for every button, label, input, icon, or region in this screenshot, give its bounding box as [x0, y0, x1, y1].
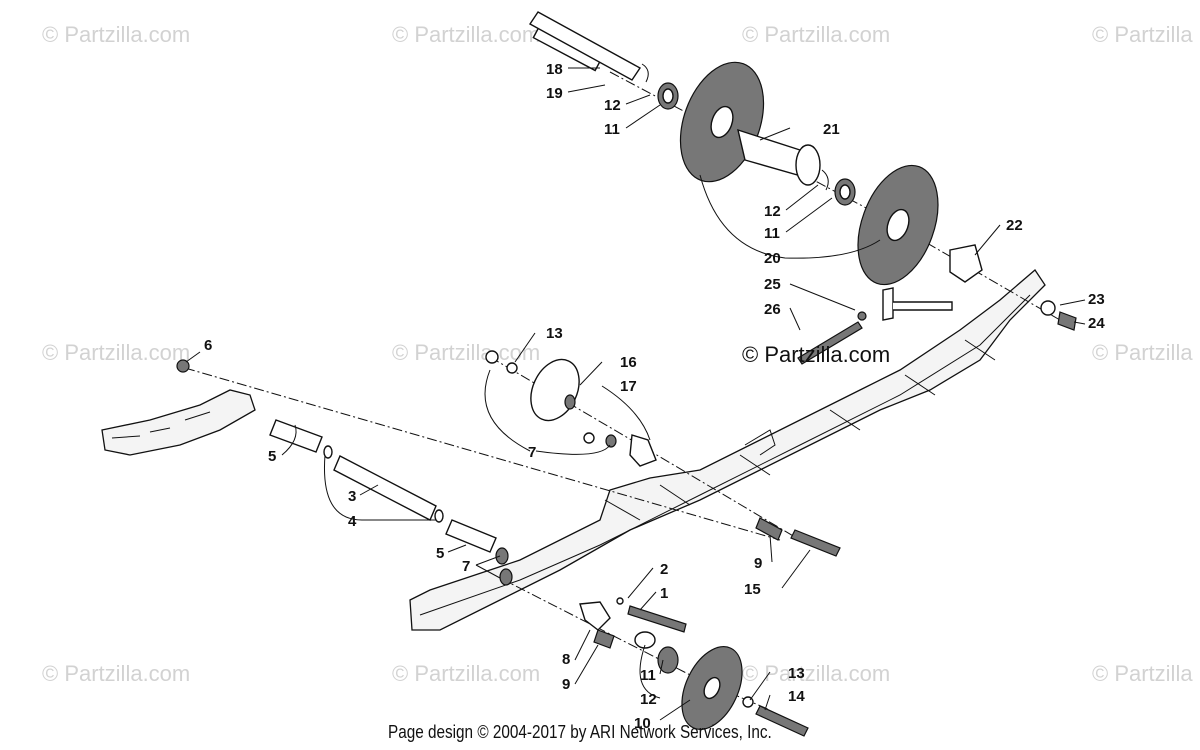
callout-13: 13: [788, 665, 805, 682]
upper-idler-assembly: [528, 11, 1077, 365]
callout-12: 12: [640, 691, 657, 708]
callout-labels: 18 19 12 11 21 12 11 20 22 25 26 23 24 6…: [204, 61, 1105, 732]
callout-16: 16: [620, 354, 637, 371]
callout-3: 3: [348, 488, 356, 505]
watermark: © Partzilla: [1092, 661, 1193, 686]
watermark: © Partzilla.com: [42, 340, 191, 365]
callout-2: 2: [660, 561, 668, 578]
callout-21: 21: [823, 121, 840, 138]
watermark: © Partzilla.com: [742, 661, 891, 686]
callout-14: 14: [788, 688, 805, 705]
watermark: © Partzilla.com: [42, 22, 191, 47]
watermark: © Partzilla.com: [742, 22, 891, 47]
rail-tip: [101, 389, 256, 456]
callout-5: 5: [268, 448, 276, 465]
callout-17: 17: [620, 378, 637, 395]
watermark: © Partzilla.com: [392, 661, 541, 686]
callout-26: 26: [764, 301, 781, 318]
callout-9: 9: [562, 676, 570, 693]
callout-13: 13: [546, 325, 563, 342]
callout-23: 23: [1088, 291, 1105, 308]
lower-wheel-assembly: [579, 597, 809, 737]
callout-1: 1: [660, 585, 668, 602]
callout-8: 8: [562, 651, 570, 668]
callout-22: 22: [1006, 217, 1023, 234]
leader-lines: [185, 67, 1086, 721]
callout-11: 11: [640, 667, 656, 684]
callout-11: 11: [604, 121, 620, 138]
callout-11: 11: [764, 225, 780, 242]
watermark-center: © Partzilla.com: [742, 342, 891, 367]
callout-5: 5: [436, 545, 444, 562]
callout-6: 6: [204, 337, 212, 354]
watermark: © Partzilla: [1092, 340, 1193, 365]
callout-12: 12: [604, 97, 621, 114]
watermark: © Partzilla.com: [42, 661, 191, 686]
callout-7: 7: [462, 558, 470, 575]
watermark: © Partzilla.com: [392, 22, 541, 47]
slide-rail: [409, 269, 1046, 631]
callout-25: 25: [764, 276, 781, 293]
callout-12: 12: [764, 203, 781, 220]
callout-10: 10: [634, 715, 651, 732]
callout-18: 18: [546, 61, 563, 78]
page-footer: Page design © 2004-2017 by ARI Network S…: [388, 722, 772, 742]
callout-20: 20: [764, 250, 781, 267]
callout-19: 19: [546, 85, 563, 102]
watermark: © Partzilla: [1092, 22, 1193, 47]
callout-9: 9: [754, 555, 762, 572]
callout-7: 7: [528, 444, 536, 461]
callout-4: 4: [348, 513, 357, 530]
callout-15: 15: [744, 581, 761, 598]
callout-24: 24: [1088, 315, 1105, 332]
